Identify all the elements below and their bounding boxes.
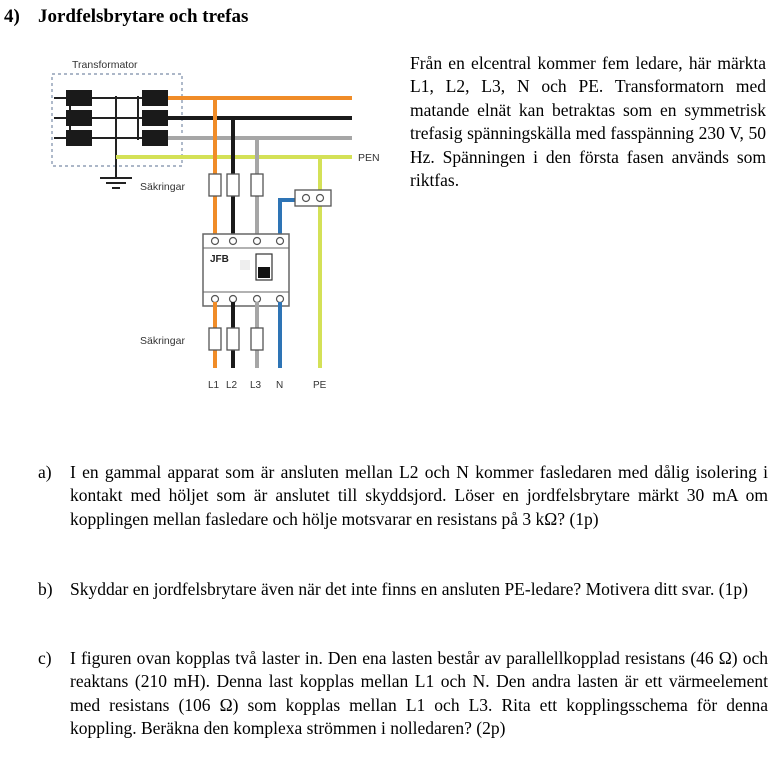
question-c: c) I figuren ovan kopplas två laster in.… xyxy=(38,647,768,741)
rcd-label: JFB xyxy=(210,254,229,265)
section-number: 4) xyxy=(4,6,20,27)
fuses-bottom xyxy=(208,327,264,351)
question-a-letter: a) xyxy=(38,462,52,482)
fuses-top-label: Säkringar xyxy=(140,181,185,193)
fuses-bottom-label: Säkringar xyxy=(140,335,185,347)
question-b-letter: b) xyxy=(38,579,53,599)
pen-label: PEN xyxy=(358,152,380,164)
question-c-letter: c) xyxy=(38,648,52,668)
question-a: a) I en gammal apparat som är ansluten m… xyxy=(38,461,768,531)
question-b: b) Skyddar en jordfelsbrytare även när d… xyxy=(38,578,768,601)
terminal-label-PE: PE xyxy=(313,380,327,391)
terminal-label-L3: L3 xyxy=(250,380,262,391)
wiring-diagram: Transformator PEN Säkringar xyxy=(51,59,380,391)
terminal-label-N: N xyxy=(276,380,283,391)
section-heading: 4) Jordfelsbrytare och trefas xyxy=(4,6,248,28)
section-title: Jordfelsbrytare och trefas xyxy=(38,6,249,27)
pen-terminal-block xyxy=(294,189,332,207)
fuses-top xyxy=(208,173,264,197)
transformer-windings xyxy=(66,90,168,146)
transformer-label: Transformator xyxy=(72,59,138,71)
terminal-label-L2: L2 xyxy=(226,380,238,391)
intro-paragraph: Från en elcentral kommer fem ledare, här… xyxy=(410,53,766,191)
question-a-text: I en gammal apparat som är ansluten mell… xyxy=(70,462,768,529)
question-c-text: I figuren ovan kopplas två laster in. De… xyxy=(70,648,768,739)
terminal-label-L1: L1 xyxy=(208,380,220,391)
question-b-text: Skyddar en jordfelsbrytare även när det … xyxy=(70,579,748,599)
